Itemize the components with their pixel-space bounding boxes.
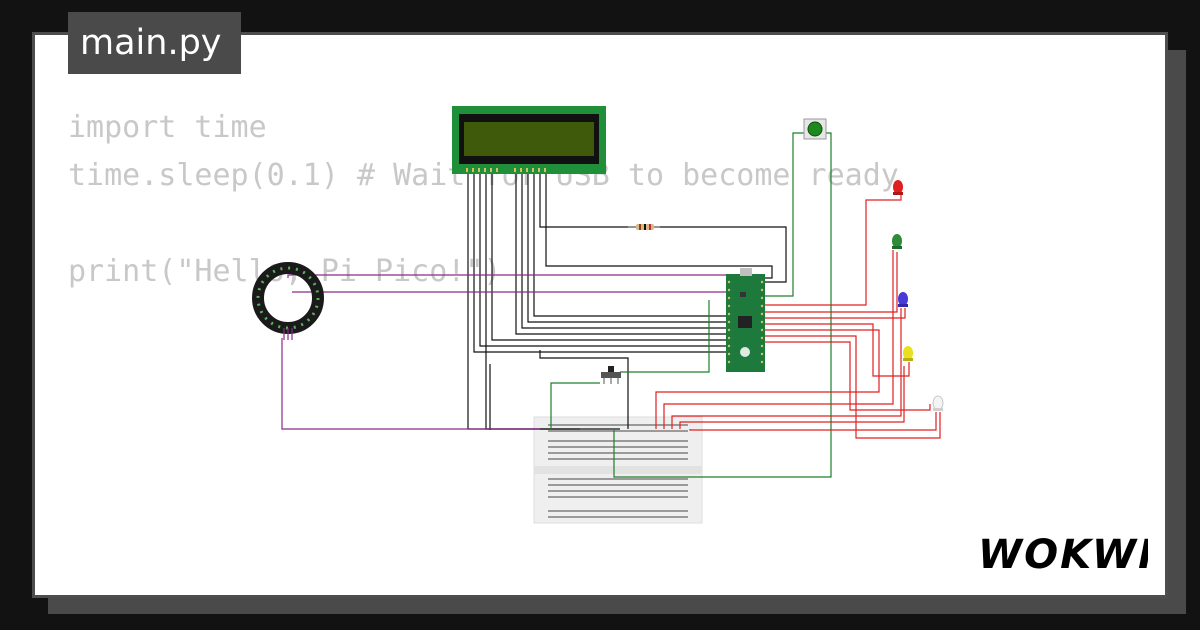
led-white[interactable] bbox=[932, 395, 944, 411]
wokwi-logo-text: WOKWI bbox=[978, 532, 1148, 578]
red-wires bbox=[655, 195, 941, 439]
file-tab[interactable]: main.py bbox=[68, 12, 241, 74]
pushbutton[interactable] bbox=[803, 118, 827, 140]
raspberry-pi-pico[interactable] bbox=[726, 268, 765, 372]
led-blue[interactable] bbox=[898, 292, 908, 307]
slide-switch[interactable] bbox=[601, 366, 621, 384]
led-green[interactable] bbox=[892, 234, 902, 249]
breadboard[interactable] bbox=[533, 416, 703, 524]
black-wires bbox=[467, 172, 787, 430]
purple-wires bbox=[281, 274, 733, 430]
code-line: import time bbox=[68, 110, 267, 145]
lcd-display[interactable] bbox=[452, 106, 606, 174]
resistor[interactable] bbox=[628, 224, 660, 230]
neopixel-ring[interactable] bbox=[252, 262, 324, 340]
wokwi-logo[interactable]: WOKWI bbox=[978, 528, 1148, 578]
green-wires bbox=[550, 132, 832, 478]
file-tab-label: main.py bbox=[80, 23, 222, 63]
led-red[interactable] bbox=[893, 180, 903, 195]
led-yellow[interactable] bbox=[903, 346, 913, 361]
